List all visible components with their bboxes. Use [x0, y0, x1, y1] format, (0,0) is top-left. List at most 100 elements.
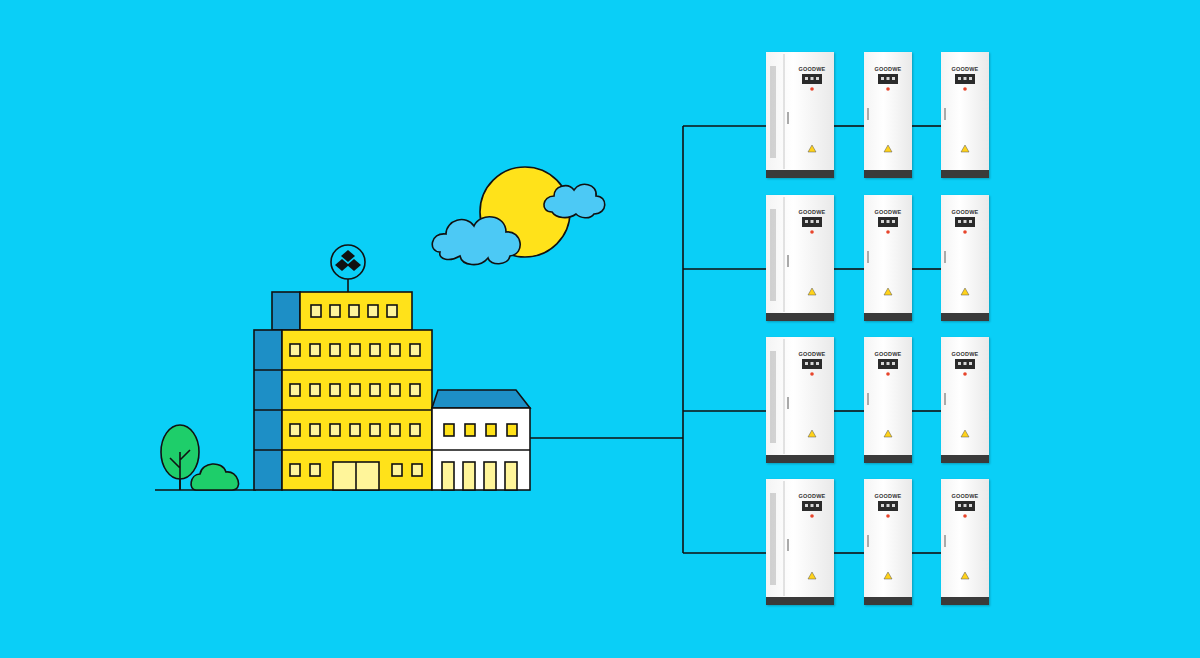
handle — [787, 397, 789, 409]
indicator — [958, 77, 961, 80]
cabinet-box: GOODWE — [864, 337, 912, 463]
cabinet-box: GOODWE — [766, 52, 834, 178]
warning-sign — [961, 288, 969, 295]
vent-slot — [771, 66, 772, 158]
stop-button — [810, 514, 814, 518]
window — [330, 305, 340, 317]
indicator — [887, 220, 890, 223]
cable — [834, 125, 864, 127]
stop-button — [963, 230, 967, 234]
cabinet-base — [864, 170, 912, 178]
indicator — [881, 77, 884, 80]
warning-sign — [808, 430, 816, 437]
indicator — [892, 362, 895, 365]
display-panel — [955, 501, 975, 511]
warning-sign — [884, 288, 892, 295]
cabinet-box: GOODWE — [864, 52, 912, 178]
indicator — [881, 504, 884, 507]
window — [290, 384, 300, 396]
cabinet-base — [864, 313, 912, 321]
window — [370, 344, 380, 356]
cabinet-base — [941, 170, 989, 178]
stop-button — [810, 230, 814, 234]
cable — [912, 125, 941, 127]
window — [392, 464, 402, 476]
window — [390, 384, 400, 396]
vent-slot — [771, 209, 772, 301]
vent-slot — [771, 493, 772, 585]
vent-slot — [773, 209, 774, 301]
handle — [867, 108, 869, 120]
display-panel — [878, 217, 898, 227]
warning-sign — [884, 430, 892, 437]
vent-slot — [775, 493, 776, 585]
stop-button — [886, 372, 890, 376]
window — [350, 344, 360, 356]
handle — [944, 251, 946, 263]
handle — [787, 255, 789, 267]
display-panel — [955, 217, 975, 227]
indicator — [887, 77, 890, 80]
indicator — [969, 362, 972, 365]
building — [254, 245, 530, 490]
brand-label: GOODWE — [941, 209, 989, 215]
display-panel — [802, 359, 822, 369]
door-seam — [784, 481, 785, 596]
window — [412, 464, 422, 476]
window — [387, 305, 397, 317]
display-panel — [878, 501, 898, 511]
window — [484, 462, 496, 490]
window — [349, 305, 359, 317]
cable — [834, 410, 864, 412]
display-panel — [878, 74, 898, 84]
cabinet-box: GOODWE — [864, 195, 912, 321]
indicator — [881, 220, 884, 223]
window — [290, 424, 300, 436]
cabinet-base — [941, 597, 989, 605]
cabinet-base — [864, 597, 912, 605]
indicator — [969, 220, 972, 223]
brand-label: GOODWE — [941, 66, 989, 72]
window — [330, 384, 340, 396]
cabinet-box: GOODWE — [941, 195, 989, 321]
window — [505, 462, 517, 490]
indicator — [887, 362, 890, 365]
vent-slot — [773, 351, 774, 443]
indicator — [816, 504, 819, 507]
indicator — [811, 362, 814, 365]
cabinet-box: GOODWE — [766, 337, 834, 463]
indicator — [887, 504, 890, 507]
window — [390, 424, 400, 436]
window — [310, 344, 320, 356]
brand-label: GOODWE — [864, 493, 912, 499]
stop-button — [963, 514, 967, 518]
display-panel — [802, 74, 822, 84]
window — [442, 462, 454, 490]
cabinet-box: GOODWE — [941, 479, 989, 605]
indicator — [805, 220, 808, 223]
indicator — [969, 504, 972, 507]
vent-slot — [771, 351, 772, 443]
indicator — [964, 504, 967, 507]
window — [311, 305, 321, 317]
brand-label: GOODWE — [864, 351, 912, 357]
window — [370, 384, 380, 396]
brand-label: GOODWE — [864, 66, 912, 72]
cabinet-base — [941, 313, 989, 321]
warning-sign — [961, 430, 969, 437]
vent-slot — [775, 209, 776, 301]
brand-label: GOODWE — [941, 351, 989, 357]
window — [310, 384, 320, 396]
indicator — [958, 504, 961, 507]
window — [463, 462, 475, 490]
vent-slot — [773, 66, 774, 158]
window — [390, 344, 400, 356]
warning-sign — [884, 145, 892, 152]
warning-sign — [808, 288, 816, 295]
brand-label: GOODWE — [864, 209, 912, 215]
sun-clouds — [432, 167, 604, 265]
brand-label: GOODWE — [766, 66, 834, 72]
bus-wire — [530, 126, 766, 553]
